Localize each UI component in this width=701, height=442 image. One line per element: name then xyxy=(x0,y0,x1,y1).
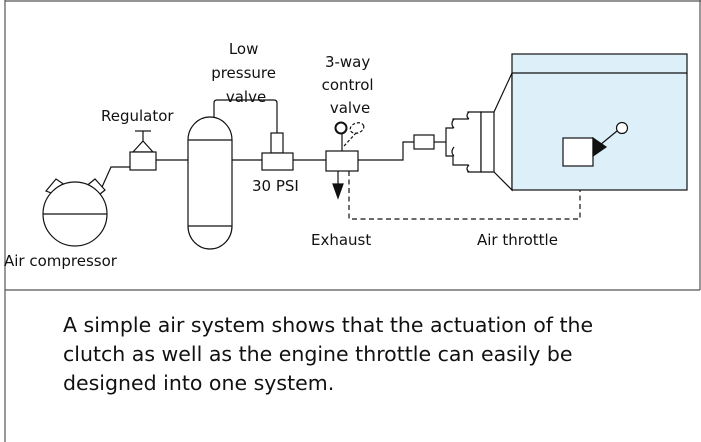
three-way-control-valve xyxy=(325,121,365,200)
psi-label: 30 PSI xyxy=(252,177,299,195)
clutch-bellows xyxy=(445,72,513,192)
figure-caption: A simple air system shows that the actua… xyxy=(63,313,594,395)
control-valve-to-actuator-pipe xyxy=(358,141,414,161)
exhaust-label: Exhaust xyxy=(311,231,371,249)
engine-throttle xyxy=(562,121,629,167)
clutch-actuator xyxy=(413,134,435,150)
low-pressure-valve-label: Low pressure valve xyxy=(211,40,281,106)
low-pressure-valve xyxy=(261,132,294,171)
air-throttle-label: Air throttle xyxy=(477,231,558,249)
air-tank xyxy=(187,116,233,250)
regulator xyxy=(129,130,157,171)
low-pressure-bypass-pipe xyxy=(213,99,278,133)
air-compressor xyxy=(42,178,108,247)
control-valve-label: 3-way control valve xyxy=(322,53,379,117)
regulator-label: Regulator xyxy=(101,107,174,125)
engine-block xyxy=(511,53,688,191)
throttle-linkage-dashed-line xyxy=(348,166,581,220)
air-compressor-label: Air compressor xyxy=(4,252,118,270)
air-system-diagram: Regulator Low pressure valve 3-way contr… xyxy=(4,40,688,270)
